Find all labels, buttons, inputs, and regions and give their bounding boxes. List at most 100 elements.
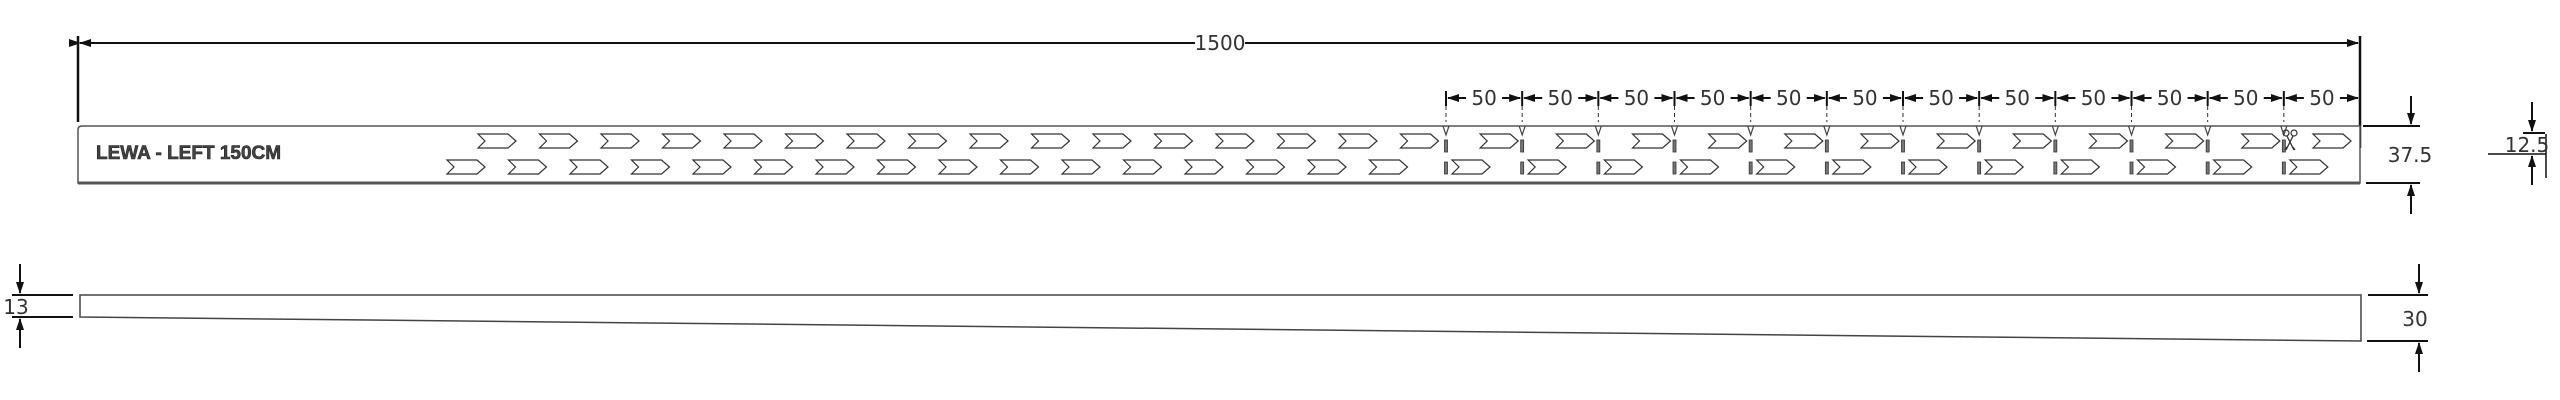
cut-slot (1520, 161, 1525, 175)
chevron-arrow-icon (814, 159, 855, 175)
cut-slot (1520, 139, 1525, 153)
chevron-arrow-icon (2011, 133, 2053, 149)
total-length-label: 1500 (1195, 31, 1246, 55)
chevron-arrow-icon (1122, 159, 1163, 175)
segment-notch (2127, 125, 2136, 137)
chevron-arrow-icon (1859, 133, 1900, 149)
chevron-arrow-icon (568, 159, 609, 175)
cut-slot (1977, 139, 1982, 153)
chevron-arrow-icon (1060, 159, 1101, 175)
chevron-arrow-icon (876, 159, 917, 175)
chevron-arrow-icon (2164, 133, 2205, 149)
chevron-arrow-icon (630, 159, 671, 175)
cut-slot (1672, 139, 1677, 153)
chevron-arrow-icon (1631, 133, 1672, 149)
chevron-arrow-icon (1091, 133, 1132, 149)
cut-slot (2129, 161, 2134, 175)
strip-height-label: 37.5 (2388, 143, 2433, 167)
chevron-arrow-icon (2212, 159, 2253, 175)
chevron-arrow-icon (1368, 159, 1409, 175)
chevron-arrow-icon (1783, 133, 1824, 149)
chevron-arrow-icon (1526, 159, 1568, 175)
segment-notch (1823, 125, 1831, 137)
cut-slot (1901, 139, 1905, 153)
chevron-arrow-icon (1707, 133, 1748, 149)
segment-length-label: 50 (1624, 86, 1649, 110)
chevron-arrow-icon (1030, 133, 1071, 149)
chevron-arrow-icon (1755, 159, 1796, 175)
cut-slot (1824, 139, 1829, 153)
chevron-group (445, 133, 1440, 175)
chevron-arrow-icon (1214, 133, 1255, 149)
chevron-arrow-icon (845, 133, 886, 149)
chevron-arrow-icon (476, 133, 517, 149)
chevron-arrow-icon (1450, 159, 1491, 175)
total-length-dimension: 1500 (69, 31, 2362, 148)
chevron-arrow-icon (1602, 159, 1644, 175)
segment-length-label: 50 (1471, 86, 1496, 110)
chevron-arrow-icon (1478, 133, 1520, 149)
chevron-arrow-icon (1679, 159, 1720, 175)
segment-notch (1899, 125, 1907, 137)
segment-length-label: 50 (2005, 86, 2030, 110)
notch-depth-label: 12.5 (2505, 133, 2550, 157)
chevron-arrow-icon (2136, 159, 2177, 175)
scissors-icon (2282, 129, 2298, 151)
chevron-arrow-icon (999, 159, 1040, 175)
chevron-arrow-icon (1306, 159, 1347, 175)
chevron-arrow-icon (1983, 159, 2025, 175)
left-thickness-label: 13 (3, 295, 28, 319)
chevron-arrow-icon (445, 159, 486, 175)
chevron-arrow-icon (1907, 159, 1948, 175)
chevron-arrow-icon (1399, 133, 1440, 149)
chevron-arrow-icon (2240, 133, 2281, 149)
segment-length-label: 50 (2157, 86, 2182, 110)
segment-length-label: 50 (1852, 86, 1877, 110)
cut-slot (2281, 161, 2286, 175)
strip-height-dimension: 37.5 (2363, 96, 2432, 214)
chevron-arrow-icon (1153, 133, 1194, 149)
chevron-arrow-icon (1831, 159, 1872, 175)
segment-notch (1747, 125, 1755, 137)
cut-slot (1748, 161, 1753, 175)
cut-slot (1596, 161, 1601, 175)
strip-label: LEWA - LEFT 150CM (96, 143, 281, 164)
segment-notch (1975, 125, 1983, 137)
segment-length-label: 50 (2233, 86, 2258, 110)
chevron-arrow-icon (538, 133, 579, 149)
right-thickness-label: 30 (2402, 307, 2427, 331)
cut-slot (2129, 139, 2134, 153)
chevron-arrow-icon (968, 133, 1009, 149)
chevron-arrow-icon (784, 133, 825, 149)
chevron-arrow-icon (1554, 133, 1596, 149)
chevron-arrow-icon (1245, 159, 1286, 175)
chevron-arrow-icon (2311, 133, 2352, 149)
segment-notch (1594, 125, 1602, 137)
cut-slot (2053, 139, 2058, 153)
cut-slot (1977, 161, 1982, 175)
segment-length-label: 50 (2309, 86, 2334, 110)
segment-notch (2051, 125, 2059, 137)
chevron-arrow-icon (2088, 133, 2129, 149)
segment-notch (2204, 125, 2212, 137)
chevron-arrow-icon (599, 133, 640, 149)
chevron-arrow-icon (661, 133, 702, 149)
chevron-arrow-icon (907, 133, 948, 149)
chevron-arrow-icon (2059, 159, 2101, 175)
cut-slot (1672, 161, 1677, 175)
chevron-arrow-icon (691, 159, 732, 175)
cut-slot (1748, 139, 1753, 153)
cut-slot (2205, 139, 2210, 153)
chevron-arrow-icon (507, 159, 548, 175)
strip-side-profile: 13 30 (3, 264, 2428, 372)
chevron-arrow-icon (753, 159, 794, 175)
segment-notch (1518, 125, 1526, 137)
cut-slot (1596, 139, 1601, 153)
cut-slot (1824, 161, 1829, 175)
chevron-arrow-icon (722, 133, 763, 149)
chevron-arrow-icon (1337, 133, 1378, 149)
cut-slot (2281, 139, 2286, 153)
cut-slot (2053, 161, 2058, 175)
